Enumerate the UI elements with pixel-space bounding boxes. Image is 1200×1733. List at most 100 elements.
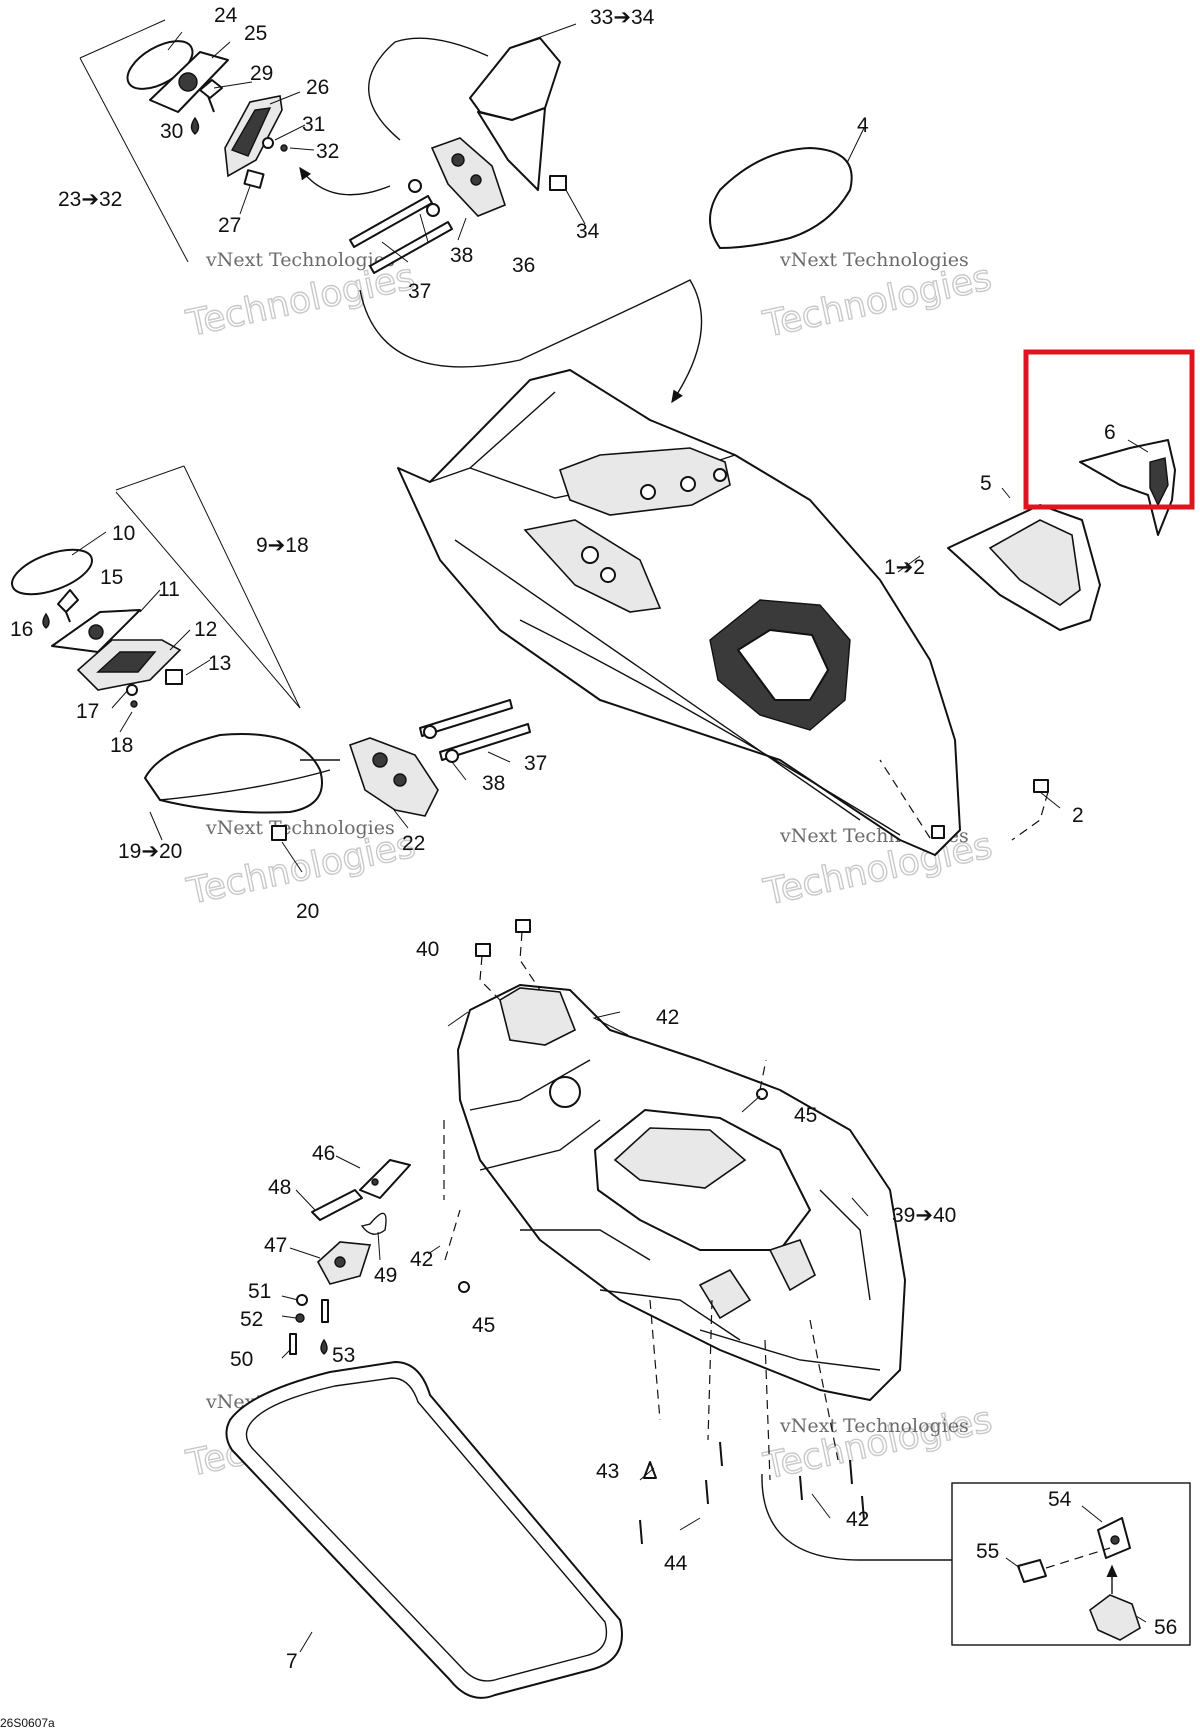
label-40: 40 <box>416 938 439 961</box>
inset-fastener-box <box>951 1482 1191 1646</box>
group-bracket-9-18 <box>115 465 301 709</box>
part-36-bracket[interactable] <box>430 137 506 217</box>
part-37-bolt[interactable] <box>419 699 513 737</box>
highlight-box <box>1023 349 1195 510</box>
part-34-nut[interactable] <box>549 175 567 191</box>
part-40-nut[interactable] <box>515 919 531 933</box>
label-50: 50 <box>230 1348 253 1371</box>
part-37-bolt[interactable] <box>439 723 531 761</box>
label-31: 31 <box>302 113 325 136</box>
leader-lines <box>897 555 1061 809</box>
label-7: 7 <box>286 1650 298 1673</box>
part-52-nut[interactable] <box>295 1313 305 1323</box>
part-7-gasket[interactable] <box>225 1361 623 1699</box>
part-55-rivet[interactable] <box>1017 1559 1047 1583</box>
part-50-screw[interactable] <box>289 1333 297 1355</box>
hood-vent-panel <box>558 447 731 516</box>
part-48-lever[interactable] <box>311 1189 363 1221</box>
part-15-screw[interactable] <box>57 589 79 623</box>
part-50-screw[interactable] <box>321 1299 329 1323</box>
part-56-clip[interactable] <box>1089 1594 1141 1641</box>
label-22: 22 <box>402 832 425 855</box>
label-54: 54 <box>1048 1488 1072 1511</box>
part-5-insert <box>988 519 1081 606</box>
part-36-hole <box>451 153 465 167</box>
part-31-spring[interactable] <box>262 137 274 149</box>
panel-5-6 <box>947 349 1195 631</box>
label-6: 6 <box>1104 421 1116 444</box>
gasket-outer <box>225 1361 623 1699</box>
part-19-mirror[interactable] <box>144 733 323 814</box>
part-42-screws[interactable] <box>639 1441 865 1545</box>
mirror-contour <box>159 769 331 801</box>
label-9-18: 9➔18 <box>256 534 309 557</box>
label-19-20: 19➔20 <box>118 840 182 863</box>
part-38-washer[interactable] <box>445 749 459 763</box>
part-38-washer[interactable] <box>408 179 422 193</box>
leader-lines <box>167 23 865 263</box>
part-51-washer[interactable] <box>296 1294 308 1306</box>
part-2-nut[interactable] <box>931 825 945 839</box>
upper-mirror-assembly <box>79 19 865 404</box>
part-37-bolt[interactable] <box>369 221 453 274</box>
label-36: 36 <box>512 254 535 277</box>
part-1-hood[interactable] <box>397 369 961 856</box>
label-5: 5 <box>980 472 992 495</box>
part-33-mirror-body[interactable] <box>477 107 546 191</box>
label-1-2: 1➔2 <box>884 556 925 579</box>
dashed-alignment <box>879 759 1049 841</box>
part-49-clip[interactable] <box>360 1212 387 1235</box>
part-38-washer[interactable] <box>426 203 440 217</box>
hood-hole <box>600 567 616 583</box>
label-38b: 38 <box>482 772 505 795</box>
watermark-small: vNext Technologies <box>205 249 395 271</box>
part-10-lens[interactable] <box>6 541 97 604</box>
part-37-bolt[interactable] <box>349 195 433 248</box>
hood-vent <box>713 468 727 482</box>
part-40-nut[interactable] <box>475 943 491 957</box>
part-46-plate[interactable] <box>359 1159 411 1199</box>
label-42c: 42 <box>846 1508 869 1531</box>
part-18-bearing[interactable] <box>130 700 138 708</box>
part-45-nut[interactable] <box>458 1281 470 1293</box>
leader-lines <box>1005 1505 1147 1623</box>
hood-vent <box>680 476 696 492</box>
part-38-washer[interactable] <box>423 725 437 739</box>
part-22-hole <box>372 752 388 768</box>
label-15: 15 <box>100 566 123 589</box>
label-49: 49 <box>374 1264 397 1287</box>
part-20-nut[interactable] <box>271 825 287 841</box>
body-lid-recess <box>613 1127 747 1189</box>
part-16-drop-icon <box>42 612 50 629</box>
part-17-spring[interactable] <box>126 684 138 696</box>
latch-assembly <box>281 1155 411 1359</box>
label-51: 51 <box>248 1280 271 1303</box>
part-33-mirror-head[interactable] <box>469 37 561 121</box>
part-22-bracket[interactable] <box>348 737 439 817</box>
part-13-nut[interactable] <box>165 669 183 685</box>
part-32-bearing[interactable] <box>280 144 288 152</box>
part-4-cover[interactable] <box>709 147 853 249</box>
part-2-nut[interactable] <box>1033 779 1049 793</box>
dashed-alignment <box>443 1059 839 1481</box>
part-27-nut[interactable] <box>243 169 265 189</box>
label-17: 17 <box>76 700 99 723</box>
inset-frame <box>951 1482 1191 1646</box>
label-23-32: 23➔32 <box>58 188 122 211</box>
body-clip <box>698 1268 752 1320</box>
body-clip <box>768 1239 817 1292</box>
label-39-40: 39➔40 <box>892 1204 956 1227</box>
label-37b: 37 <box>524 752 547 775</box>
connector-line <box>761 1473 952 1561</box>
label-52: 52 <box>240 1308 263 1331</box>
label-30: 30 <box>160 120 183 143</box>
part-36-hole <box>470 174 482 186</box>
part-6-slot <box>1149 457 1169 507</box>
leader-lines <box>299 1631 313 1653</box>
label-26: 26 <box>306 76 329 99</box>
diagram-code: 26S0607a <box>0 1716 55 1730</box>
hood-vent <box>640 484 656 500</box>
label-25: 25 <box>244 22 267 45</box>
label-2: 2 <box>1072 804 1084 827</box>
